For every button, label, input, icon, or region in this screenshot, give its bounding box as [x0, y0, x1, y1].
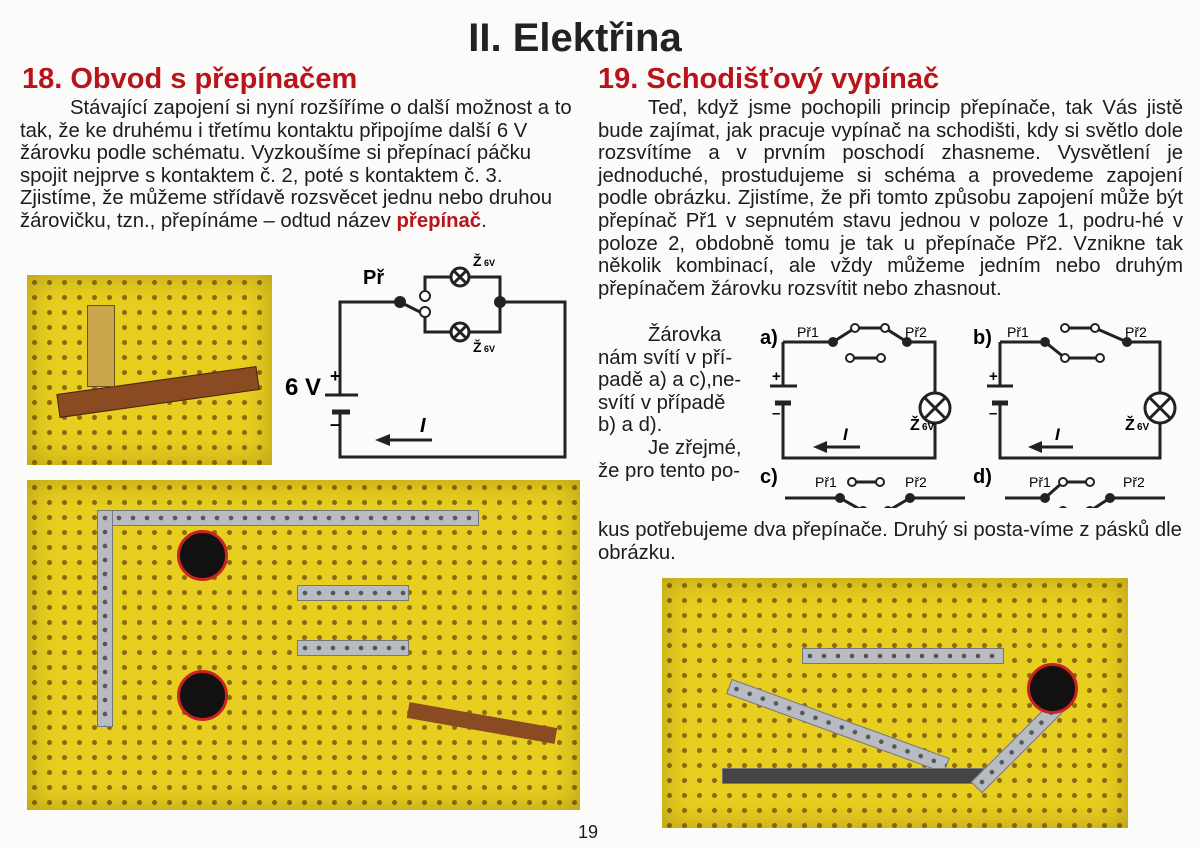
bulb-socket	[177, 530, 228, 581]
lamp-label: Ž	[473, 338, 482, 355]
photo-switch-circuit	[27, 480, 580, 810]
side-line: padě a) a c),ne-	[598, 369, 742, 392]
section-19-continuation: kus potřebujeme dva přepínače. Druhý si …	[598, 519, 1182, 564]
lamp-sub: 6V	[1137, 422, 1150, 433]
bulb-socket	[1027, 663, 1078, 714]
metal-strip	[97, 510, 113, 727]
side-line: Je zřejmé,	[648, 436, 742, 459]
switch-1-label: Př1	[815, 474, 837, 490]
lamp-label: Ž	[1125, 415, 1135, 434]
side-line: že pro tento po-	[598, 459, 741, 482]
lamp-sub: 6V	[484, 344, 495, 354]
side-line: svítí v případě	[598, 391, 726, 414]
photo-switch-closeup	[27, 275, 272, 465]
lamp-sub: 6V	[922, 422, 935, 433]
lamp-icon	[918, 391, 952, 425]
section-19-text: Teď, když jsme pochopili princip přepína…	[598, 97, 1183, 300]
current-label: I	[420, 415, 426, 437]
voltage-label: 6 V	[285, 374, 321, 401]
section-18-paragraph: Stávající zapojení si nyní rozšíříme o d…	[20, 97, 572, 232]
lamp-label: Ž	[473, 252, 482, 269]
lamp-sub: 6V	[484, 258, 495, 268]
switch-2-label: Př2	[905, 324, 927, 340]
staircase-switch-diagrams: a) b) c) d) Př1 Př2 Př1 Př2 Př1 Př2 Př1 …	[760, 323, 1177, 508]
photo-staircase-switch	[662, 578, 1128, 828]
metal-strip	[726, 678, 950, 774]
section-19-paragraph: Teď, když jsme pochopili princip přepína…	[598, 97, 1183, 300]
contact-3	[419, 306, 431, 318]
section-19-heading: 19. Schodišťový vypínač	[598, 63, 940, 95]
minus-sign: –	[772, 405, 780, 422]
period: .	[481, 209, 487, 232]
lamp-icon	[1143, 391, 1177, 425]
current-label: I	[1055, 425, 1061, 444]
switch-1-label: Př1	[1007, 324, 1029, 340]
switch-2-label: Př2	[905, 474, 927, 490]
section-18-heading: 18. Obvod s přepínačem	[22, 63, 358, 95]
switch-label: Př	[363, 267, 384, 289]
page-title: II. Elektřina	[468, 16, 682, 60]
metal-strip	[722, 768, 984, 784]
diagram-label-a: a)	[760, 327, 778, 349]
plus-sign: +	[772, 368, 781, 385]
metal-strip	[297, 585, 409, 601]
side-line: Žárovka	[648, 324, 722, 346]
metal-strip	[297, 640, 409, 656]
diagram-label-d: d)	[973, 466, 992, 488]
current-label: I	[843, 425, 849, 444]
minus-sign: –	[989, 405, 997, 422]
section-18-text: Stávající zapojení si nyní rozšíříme o d…	[20, 97, 580, 233]
switch-2-label: Př2	[1123, 474, 1145, 490]
bulb-socket	[177, 670, 228, 721]
pivot-node	[394, 296, 406, 308]
lamp-icon	[449, 266, 471, 288]
lamp-icon	[449, 321, 471, 343]
metal-strip	[97, 510, 479, 526]
switch-2-label: Př2	[1125, 324, 1147, 340]
plus-sign: +	[989, 368, 998, 385]
switch-1-label: Př1	[1029, 474, 1051, 490]
lamp-label: Ž	[910, 415, 920, 434]
switch-1-label: Př1	[797, 324, 819, 340]
contact-2	[419, 290, 431, 302]
side-line: nám svítí v pří-	[598, 346, 733, 369]
contact-clip	[87, 305, 115, 387]
minus-sign: –	[330, 414, 340, 434]
side-note: Žárovka nám svítí v pří- padě a) a c),ne…	[598, 324, 768, 482]
plus-sign: +	[330, 366, 341, 386]
page-number: 19	[578, 822, 599, 842]
diagram-label-c: c)	[760, 466, 778, 488]
side-line: b) a d).	[598, 414, 663, 437]
diagram-label-b: b)	[973, 327, 992, 349]
metal-strip	[802, 648, 1004, 664]
highlight-term: přepínač	[396, 209, 482, 232]
switch-lever	[406, 702, 558, 744]
